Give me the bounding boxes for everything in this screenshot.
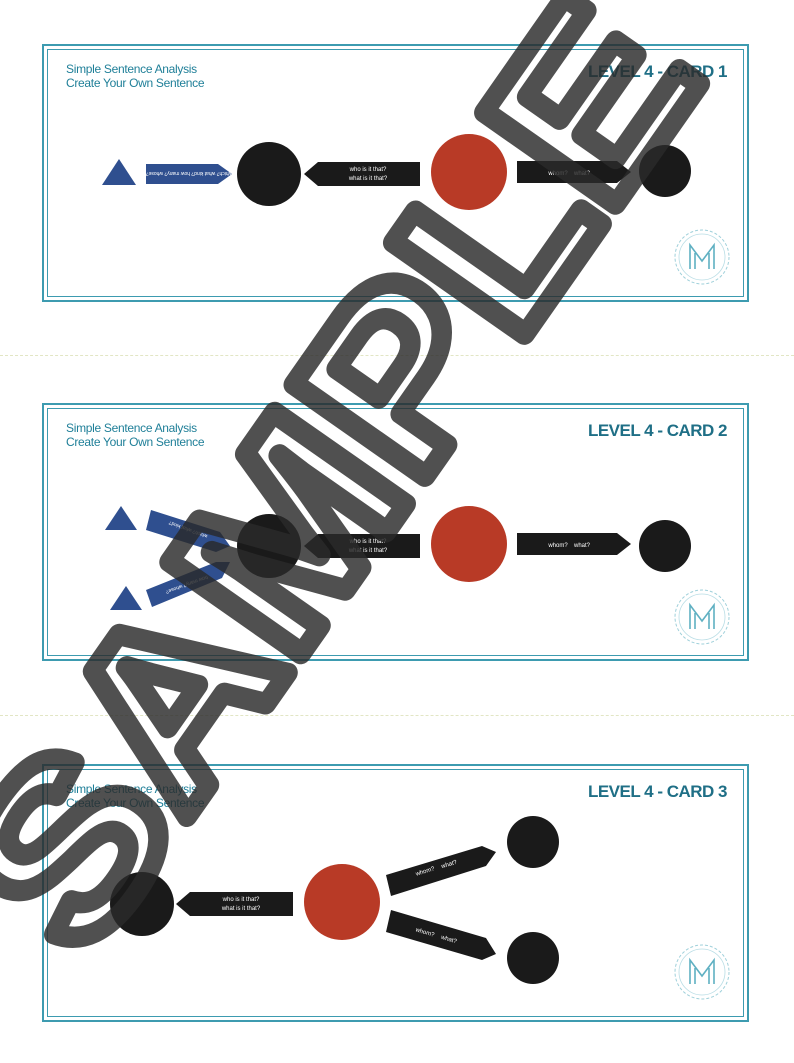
object-arrow-label-1: whom? bbox=[547, 543, 568, 549]
card-title: LEVEL 4 - CARD 2 bbox=[587, 421, 728, 440]
card-title: LEVEL 4 - CARD 1 bbox=[587, 62, 728, 81]
object-circle bbox=[639, 520, 691, 572]
object-circle bbox=[507, 816, 559, 868]
subject-circle bbox=[237, 142, 301, 206]
subject-arrow-label-1: who is it that? bbox=[349, 167, 387, 173]
subject-arrow-label-1: who is it that? bbox=[349, 539, 387, 545]
object-arrow-label-1: whom? bbox=[547, 171, 568, 177]
subject-circle bbox=[237, 514, 301, 578]
card-subtitle: Simple Sentence Analysis Create Your Own… bbox=[66, 782, 205, 810]
montessori-logo-icon bbox=[674, 229, 730, 285]
subject-circle bbox=[110, 872, 174, 936]
cut-line bbox=[0, 355, 794, 356]
verb-circle bbox=[431, 506, 507, 582]
object-arrow-label-2: what? bbox=[573, 543, 591, 549]
card-inner-border bbox=[47, 408, 744, 656]
card-1-diagram: which? what kind? how many? whose? who i… bbox=[102, 134, 730, 285]
subtitle-line-2: Create Your Own Sentence bbox=[66, 796, 205, 810]
montessori-logo-icon bbox=[674, 589, 730, 645]
card-inner-border bbox=[47, 49, 744, 297]
adjective-arrow bbox=[146, 164, 232, 184]
object-arrow bbox=[517, 533, 631, 555]
subject-arrow bbox=[304, 162, 420, 186]
card-subtitle: Simple Sentence Analysis Create Your Own… bbox=[66, 421, 205, 449]
adjective-arrow bbox=[146, 562, 230, 607]
subject-arrow bbox=[176, 892, 293, 916]
subject-arrow-label-2: what is it that? bbox=[348, 176, 388, 182]
object-arrow bbox=[386, 846, 496, 896]
adjective-triangle bbox=[102, 159, 136, 185]
subtitle-line-1: Simple Sentence Analysis bbox=[66, 421, 197, 435]
subject-arrow-label-2: what is it that? bbox=[348, 548, 388, 554]
subtitle-line-1: Simple Sentence Analysis bbox=[66, 62, 197, 76]
adjective-triangle bbox=[110, 586, 142, 610]
subject-arrow-label-1: who is it that? bbox=[222, 897, 260, 903]
card-title: LEVEL 4 - CARD 3 bbox=[587, 782, 728, 801]
object-arrow-label-1: whom? bbox=[414, 927, 436, 939]
card-2: Simple Sentence Analysis Create Your Own… bbox=[42, 403, 749, 661]
card-2-diagram: which? what kind? how many? whose? who i… bbox=[105, 506, 730, 645]
verb-circle bbox=[431, 134, 507, 210]
card-subtitle: Simple Sentence Analysis Create Your Own… bbox=[66, 62, 205, 90]
object-arrow-label-2: what? bbox=[440, 860, 459, 871]
subtitle-line-1: Simple Sentence Analysis bbox=[66, 782, 197, 796]
object-circle bbox=[639, 145, 691, 197]
montessori-logo-icon bbox=[674, 944, 730, 1000]
subtitle-line-2: Create Your Own Sentence bbox=[66, 435, 205, 449]
object-circle bbox=[507, 932, 559, 984]
card-3-diagram: who is it that? what is it that? whom? w… bbox=[110, 816, 730, 1000]
adjective-arrow bbox=[146, 510, 230, 552]
object-arrow-label-1: whom? bbox=[414, 866, 436, 878]
object-arrow bbox=[386, 910, 496, 960]
card-1: Simple Sentence Analysis Create Your Own… bbox=[42, 44, 749, 302]
subject-arrow-label-2: what is it that? bbox=[221, 906, 261, 912]
object-arrow-label-2: what? bbox=[439, 934, 458, 945]
object-arrow bbox=[517, 161, 631, 183]
card-inner-border bbox=[47, 769, 744, 1017]
cut-line bbox=[0, 715, 794, 716]
adjective-arrow-label: which? what kind? how many? whose? bbox=[146, 170, 233, 176]
object-arrow-label-2: what? bbox=[573, 171, 591, 177]
subtitle-line-2: Create Your Own Sentence bbox=[66, 76, 205, 90]
verb-circle bbox=[304, 864, 380, 940]
adjective-triangle bbox=[105, 506, 137, 530]
subject-arrow bbox=[304, 534, 420, 558]
card-3: Simple Sentence Analysis Create Your Own… bbox=[42, 764, 749, 1022]
